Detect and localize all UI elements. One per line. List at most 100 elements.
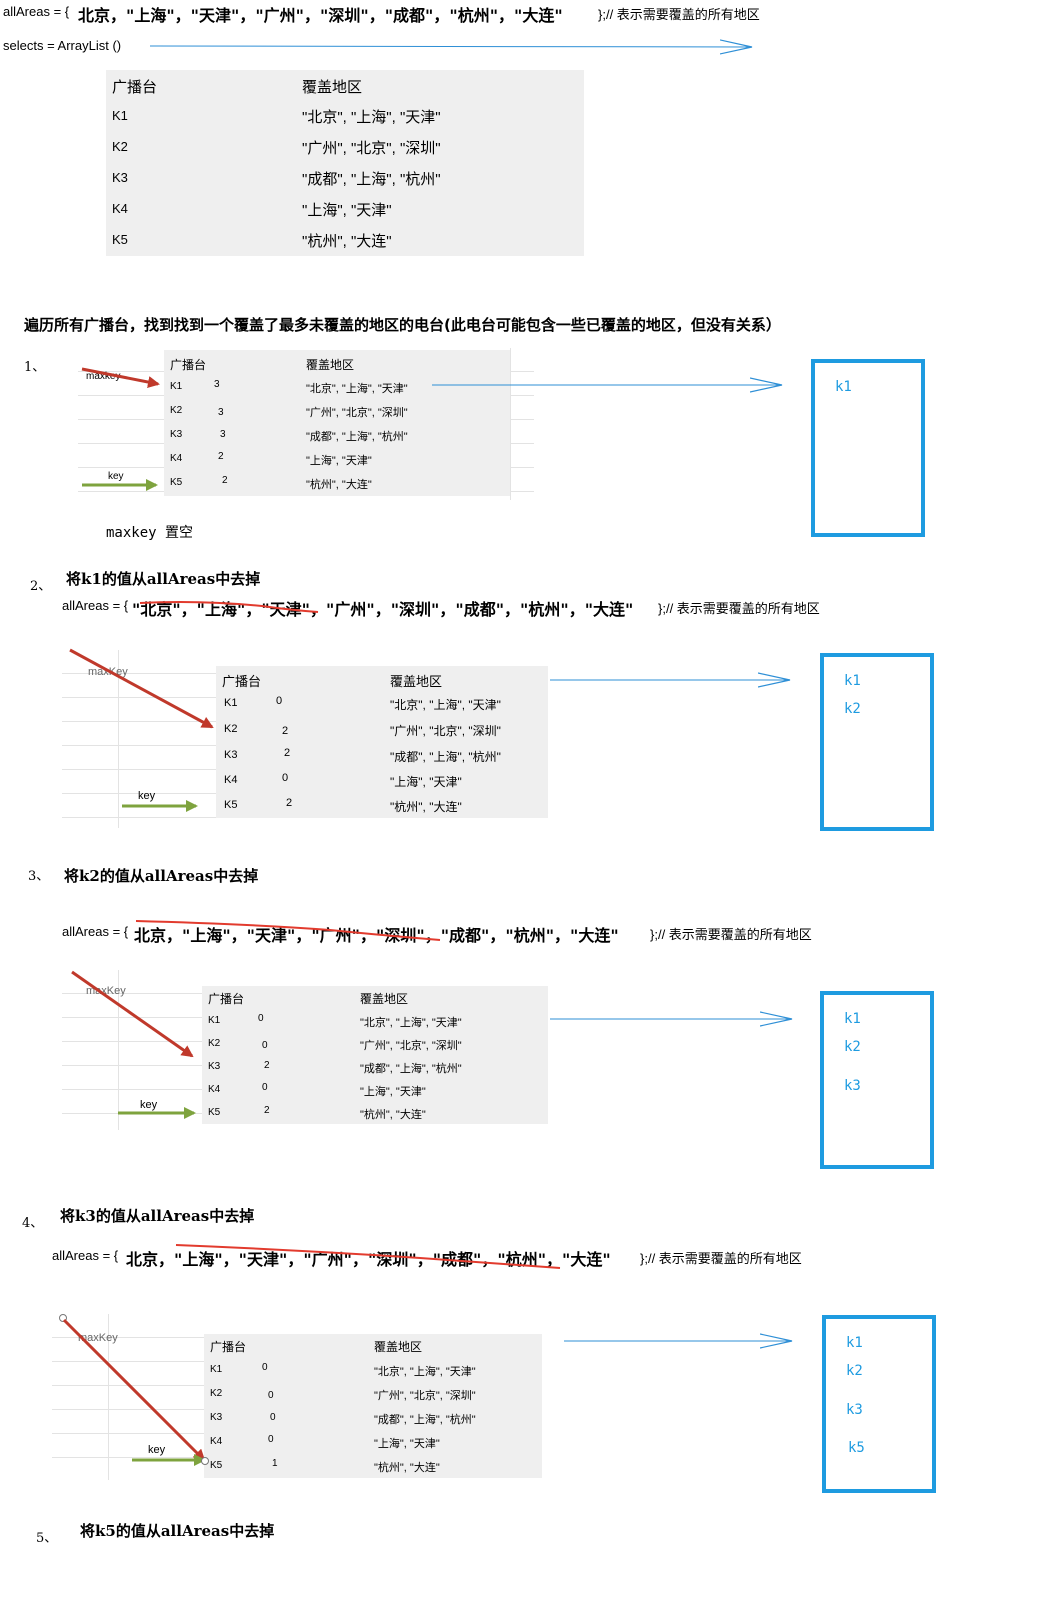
row-station: K2 <box>210 1388 223 1399</box>
allareas-values: 北京，"上海"，"天津"，"广州"，"深圳"，"成都"，"杭州"，"大连" <box>134 926 619 945</box>
row-areas: "广州", "北京", "深圳" <box>360 1040 462 1052</box>
allareas-comment: };// 表示需要覆盖的所有地区 <box>650 927 812 942</box>
selected-station: k2 <box>844 701 861 717</box>
row-count: 2 <box>218 451 224 462</box>
row-areas: "广州", "北京", "深圳" <box>306 407 408 419</box>
header-station: 广播台 <box>112 79 158 96</box>
row-count: 2 <box>264 1105 270 1116</box>
selects-box: k1 k2 k3 k5 <box>822 1315 936 1493</box>
row-areas: "北京", "上海", "天津" <box>360 1017 462 1029</box>
row-areas: "杭州", "大连" <box>374 1462 440 1474</box>
main-row-areas: "北京", "上海", "天津" <box>302 109 441 126</box>
selects-box: k1 k2 <box>820 653 934 831</box>
row-count: 2 <box>222 475 228 486</box>
step-title: 将k5的值从allAreas中去掉 <box>80 1522 275 1540</box>
row-station: K2 <box>208 1038 221 1049</box>
main-row-station: K5 <box>112 232 128 247</box>
selects-label: selects = ArrayList () <box>3 38 122 53</box>
row-station: K1 <box>224 697 238 709</box>
row-areas: "北京", "上海", "天津" <box>374 1366 476 1378</box>
row-count: 0 <box>258 1013 264 1024</box>
main-row-areas: "杭州", "大连" <box>302 233 392 250</box>
row-station: K3 <box>208 1061 221 1072</box>
selected-station: k2 <box>846 1363 863 1379</box>
row-areas: "上海", "天津" <box>374 1438 440 1450</box>
row-count: 0 <box>268 1390 274 1401</box>
main-row-areas: "广州", "北京", "深圳" <box>302 140 441 157</box>
row-station: K4 <box>210 1436 223 1447</box>
row-count: 3 <box>214 379 220 390</box>
allareas-values: 北京，"上海"，"天津"，"广州"，"深圳"，"成都"，"杭州"，"大连" <box>78 6 563 25</box>
row-count: 0 <box>270 1412 276 1423</box>
step-number: 5、 <box>36 1531 58 1546</box>
row-count: 0 <box>262 1040 268 1051</box>
allareas-label: allAreas = { <box>62 598 129 613</box>
row-areas: "上海", "天津" <box>390 775 462 789</box>
header-station: 广播台 <box>210 1340 247 1354</box>
row-areas: "成都", "上海", "杭州" <box>374 1414 476 1426</box>
main-row-areas: "上海", "天津" <box>302 202 392 219</box>
strike-line <box>175 1244 561 1269</box>
allareas-label: allAreas = { <box>52 1248 119 1263</box>
row-station: K3 <box>170 429 183 440</box>
key-label: key <box>138 790 156 802</box>
row-count: 0 <box>276 695 283 707</box>
algorithm-heading: 遍历所有广播台，找到找到一个覆盖了最多未覆盖的地区的电台(此电台可能包含一些已覆… <box>24 316 781 334</box>
selected-station: k1 <box>846 1335 863 1351</box>
row-station: K5 <box>210 1460 223 1471</box>
row-areas: "北京", "上海", "天津" <box>390 698 501 712</box>
selected-station: k1 <box>844 673 861 689</box>
header-areas: 覆盖地区 <box>306 358 355 372</box>
key-label: key <box>148 1444 166 1456</box>
selected-station: k1 <box>835 379 852 395</box>
step1-table: 广播台 覆盖地区 K1 3 "北京", "上海", "天津" K2 3 "广州"… <box>164 350 510 496</box>
row-station: K4 <box>208 1084 221 1095</box>
sheet-gridline <box>108 1314 109 1480</box>
step4-table: 广播台 覆盖地区 K1 0 "北京", "上海", "天津" K2 0 "广州"… <box>204 1334 542 1478</box>
row-count: 0 <box>282 772 289 784</box>
row-station: K1 <box>208 1015 221 1026</box>
row-count: 0 <box>262 1362 268 1373</box>
allareas-label: allAreas = { <box>62 924 129 939</box>
row-areas: "杭州", "大连" <box>390 800 462 814</box>
step3-table: 广播台 覆盖地区 K1 0 "北京", "上海", "天津" K2 0 "广州"… <box>202 986 548 1124</box>
row-count: 0 <box>268 1434 274 1445</box>
allareas-comment: };// 表示需要覆盖的所有地区 <box>598 7 760 22</box>
row-areas: "成都", "上海", "杭州" <box>360 1063 462 1075</box>
row-station: K5 <box>170 477 183 488</box>
key-label: key <box>140 1099 158 1111</box>
maxkey-label: maxKey <box>78 1332 118 1344</box>
header-station: 广播台 <box>208 992 245 1006</box>
maxkey-arrow <box>69 648 214 729</box>
header-station: 广播台 <box>170 358 207 372</box>
row-areas: "上海", "天津" <box>306 455 372 467</box>
row-areas: "成都", "上海", "杭州" <box>390 750 501 764</box>
sheet-gridline <box>510 348 511 500</box>
sheet-gridline <box>118 650 119 828</box>
row-station: K5 <box>224 799 238 811</box>
key-label: key <box>108 471 124 482</box>
row-areas: "上海", "天津" <box>360 1086 426 1098</box>
header-areas: 覆盖地区 <box>302 79 363 96</box>
maxkey-label: maxkey <box>86 371 121 382</box>
row-count: 2 <box>284 747 291 759</box>
row-station: K2 <box>170 405 183 416</box>
header-areas: 覆盖地区 <box>374 1340 423 1354</box>
header-areas: 覆盖地区 <box>390 674 443 689</box>
allareas-values: 北京，"上海"，"天津"，"广州"，"深圳"，"成都"，"杭州"，"大连" <box>126 1250 611 1269</box>
selects-box: k1 <box>811 359 925 537</box>
main-row-station: K4 <box>112 201 128 216</box>
row-station: K4 <box>170 453 183 464</box>
step-number: 2、 <box>30 579 52 594</box>
step-title: 将k3的值从allAreas中去掉 <box>60 1207 255 1225</box>
strike-line <box>139 601 319 613</box>
strike-line <box>135 920 441 941</box>
main-table: 广播台 覆盖地区 K1 "北京", "上海", "天津" K2 "广州", "北… <box>106 70 584 256</box>
step-title: 将k2的值从allAreas中去掉 <box>64 867 259 885</box>
selects-arrow <box>149 46 752 47</box>
row-areas: "广州", "北京", "深圳" <box>374 1390 476 1402</box>
allareas-comment: };// 表示需要覆盖的所有地区 <box>640 1251 802 1266</box>
selects-box: k1 k2 k3 <box>820 991 934 1169</box>
row-count: 1 <box>272 1458 278 1469</box>
